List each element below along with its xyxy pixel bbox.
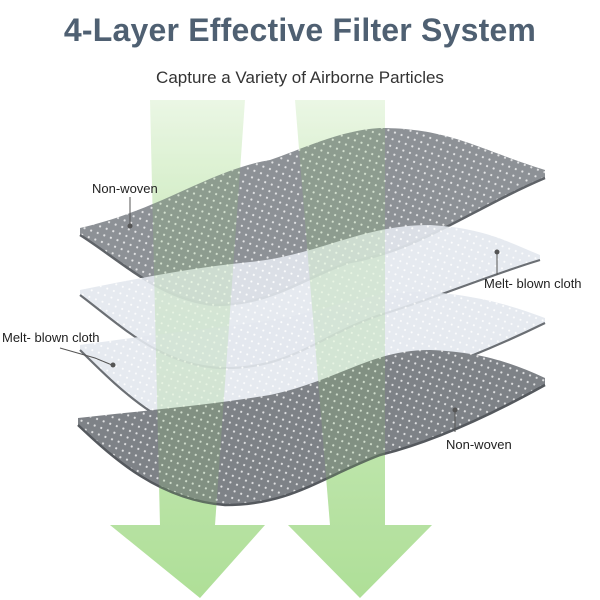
leader-dot-melt-blown-left bbox=[110, 362, 116, 368]
diagram-title: 4-Layer Effective Filter System bbox=[63, 12, 537, 48]
diagram-subtitle: Capture a Variety of Airborne Particles bbox=[156, 68, 444, 87]
leader-dot-melt-blown-right bbox=[494, 249, 500, 255]
leader-lines bbox=[59, 197, 500, 432]
airflow-arrow-left-overlay bbox=[110, 100, 265, 598]
leader-dot-non-woven-bottom bbox=[452, 407, 458, 413]
label-non-woven-bottom: Non-woven bbox=[446, 437, 512, 452]
label-melt-blown-right: Melt- blown cloth bbox=[484, 276, 582, 291]
leader-line-melt-blown-left bbox=[59, 347, 113, 366]
layer-non-woven-bottom bbox=[77, 350, 546, 507]
label-melt-blown-left: Melt- blown cloth bbox=[2, 330, 100, 345]
airflow-arrow-right-overlay bbox=[288, 100, 432, 598]
leader-dot-non-woven-top bbox=[127, 223, 133, 229]
label-non-woven-top: Non-woven bbox=[92, 181, 158, 196]
